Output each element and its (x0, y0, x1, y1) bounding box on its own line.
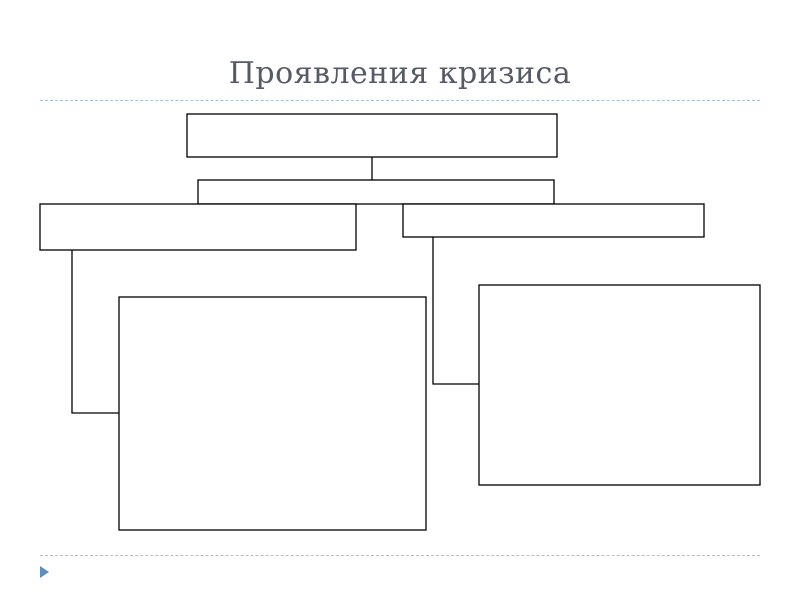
connector-right (432, 237, 479, 385)
slide-title: Проявления кризиса (228, 56, 572, 91)
diagram-box-root (186, 113, 558, 158)
diagram-box-junction (197, 179, 555, 205)
triangle-right-icon[interactable] (38, 565, 52, 579)
diagram-box-left-header (39, 203, 357, 251)
bottom-divider (40, 555, 760, 556)
connector-left (71, 250, 119, 414)
diagram-box-right-detail (478, 284, 761, 486)
diagram-box-left-detail (118, 296, 427, 531)
diagram-box-right-header (402, 203, 705, 238)
top-divider (40, 100, 760, 101)
